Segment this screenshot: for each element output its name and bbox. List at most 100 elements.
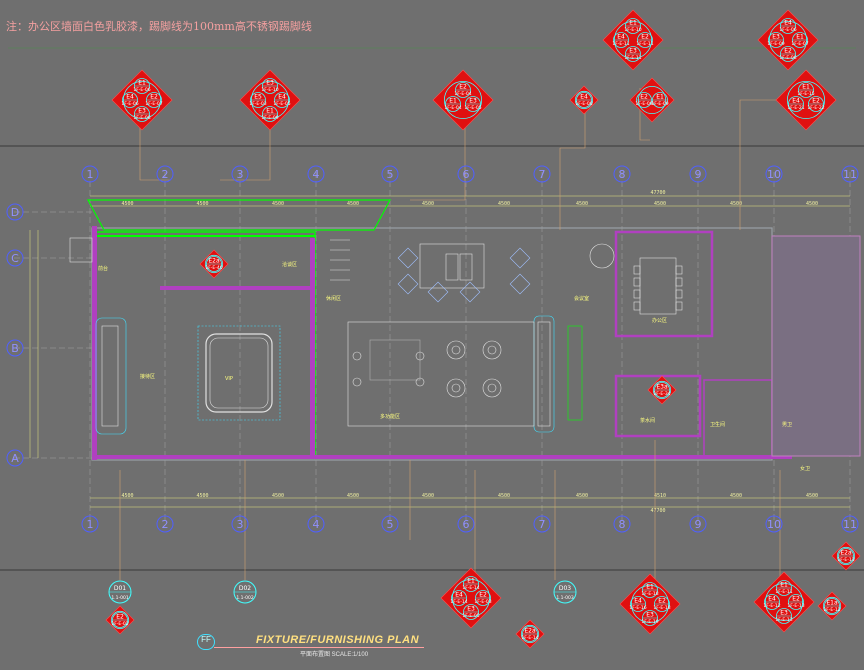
callout-sheet-ref: 1F-E-11 [612,41,629,47]
callout-elevation-tag: E1a [826,600,838,607]
callout-sheet-ref: 1F-E-11 [624,55,641,61]
grid-bubble-col-9: 9 [689,165,707,183]
callout-sheet-ref: 1F-E-07 [145,101,162,107]
dimension-bottom: 4500 [730,493,742,499]
grid-bubble-col-4: 4 [307,515,325,533]
detail-code: D03 [559,585,571,592]
dimension-top: 4500 [422,201,434,207]
grid-bubble-row-C: C [6,249,24,267]
callout-sheet-ref: 1F-E-22 [807,105,824,111]
callout-elevation-tag: E3 [646,612,654,619]
callout-elevation-tag: E3 [469,98,477,105]
callout-elevation-tag: E2 [784,48,792,55]
svg-text:10: 10 [767,168,781,181]
sheet-border-lines [0,47,864,571]
grid-bubble-col-2: 2 [156,165,174,183]
callout-sheet-ref: 1F-E-11 [636,41,653,47]
grid-bubble-col-6: 6 [457,515,475,533]
callout-sheet-ref: 1F-E-13 [787,603,804,609]
dimension-bottom: 4500 [121,493,133,499]
room-label: 卫生间 [710,421,725,428]
title-underline [214,647,424,648]
callout-elevation-tag: E3 [138,108,146,115]
callout-sheet-ref: 1F-E-08 [133,115,150,121]
dimension-bottom: 4510 [654,493,666,499]
svg-text:3: 3 [237,168,244,181]
callout-elevation-tag: E2a [840,550,852,557]
grid-axis-lines [14,172,851,520]
room-label: 多功能区 [380,413,400,420]
callout-elevation-tag: E2 [150,94,158,101]
callout-sheet-ref: 1F-E-05 [464,105,481,111]
grid-bubble-col-8: 8 [613,165,631,183]
callout-elevation-tag: E4 [634,598,642,605]
svg-text:9: 9 [695,168,702,181]
callout-elevation-tag: E3 [467,606,475,613]
callout-sheet-ref: 1F-E-05 [462,613,479,619]
svg-text:C: C [11,252,19,265]
callout-sheet-ref: 1F-E-14 [450,599,467,605]
svg-text:7: 7 [539,518,546,531]
detail-sheet: 1.1-001 [111,595,129,601]
callout-elevation-tag: E4 [768,596,776,603]
dimension-bottom: 4500 [806,493,818,499]
callout-sheet-ref: 1F-E-07 [791,41,808,47]
drawing-title: FIXTURE/FURNISHING PLAN [256,634,420,646]
detail-marker-d01: D01 1.1-001 [108,580,132,604]
grid-bubble-col-8: 8 [613,515,631,533]
svg-text:1: 1 [87,518,94,531]
dimension-top: 4500 [272,201,284,207]
svg-text:9: 9 [695,518,702,531]
room-label: 办公区 [652,317,667,324]
room-label: 前台 [98,265,108,272]
callout-elevation-tag: E1 [138,80,146,87]
svg-text:6: 6 [463,518,470,531]
grid-bubble-col-10: 10 [765,515,783,533]
callout-sheet-ref: 1F-E-06 [133,87,150,93]
callout-sheet-ref: 1F-E-13 [837,557,854,563]
grid-bubble-col-7: 7 [533,515,551,533]
callout-sheet-ref: 1F-E-06 [779,27,796,33]
svg-text:11: 11 [843,168,857,181]
callout-elevation-tag: E1 [780,582,788,589]
callout-sheet-ref: 1F-E-04 [444,105,461,111]
callout-elevation-tag: E1 [802,84,810,91]
leader-lines [119,88,790,580]
callout-elevation-tag: E1 [796,34,804,41]
svg-text:2: 2 [162,518,169,531]
dimension-bottom: 4500 [196,493,208,499]
dimension-top: 4500 [196,201,208,207]
room-label: VIP [225,376,233,382]
callout-elevation-tag: E2 [658,598,666,605]
detail-sheet: 1.1-003 [556,595,574,601]
drawing-code: FF [197,634,215,650]
svg-text:8: 8 [619,518,626,531]
dimension-top: 4500 [121,201,133,207]
grid-bubble-col-2: 2 [156,515,174,533]
detail-code: D01 [114,585,126,592]
elevation-callouts: E11F-E-06E41F-E-06E21F-E-07E31F-E-08E31F… [105,9,861,649]
callout-sheet-ref: 1F-E-02 [111,621,128,627]
general-note: 注：办公区墙面白色乳胶漆，踢脚线为100mm高不锈钢踢脚线 [6,20,312,33]
room-label: 男卫 [782,422,792,428]
callout-elevation-tag: E1 [467,578,475,585]
callout-sheet-ref: 1F-E-09 [261,115,278,121]
callout-elevation-tag: E4 [126,94,134,101]
dimension-chains [29,195,850,508]
callout-elevation-tag: E2 [459,84,467,91]
callout-elevation-tag: E1 [629,20,637,27]
dimension-bottom: 4500 [347,493,359,499]
